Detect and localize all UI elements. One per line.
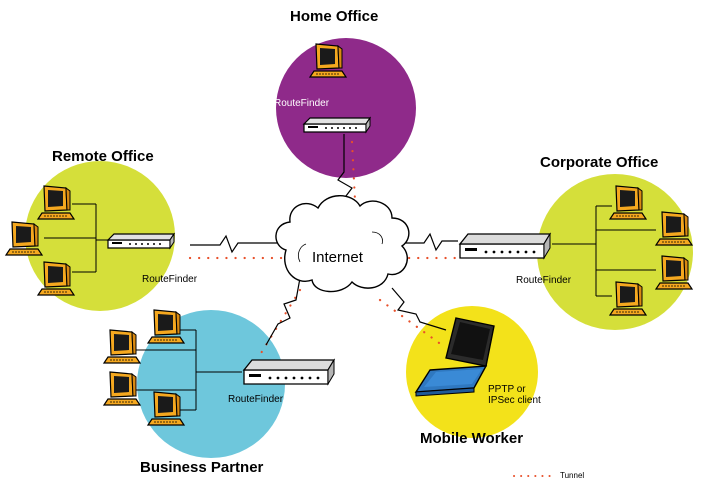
remote-router-label: RouteFinder xyxy=(142,274,198,285)
home-office-circle xyxy=(276,38,416,178)
router-icon xyxy=(459,233,551,259)
remote-lan-lines xyxy=(44,203,108,273)
laptop-icon xyxy=(414,317,495,397)
home-router-label: RouteFinder xyxy=(274,98,330,109)
computer-icon xyxy=(103,371,141,406)
wan-links xyxy=(190,134,458,346)
computer-icon xyxy=(103,329,141,364)
business-router-label: RouteFinder xyxy=(228,394,284,405)
router-icon xyxy=(303,117,371,133)
mobile-worker-title: Mobile Worker xyxy=(420,430,524,447)
legend-tunnel-label: Tunnel xyxy=(560,471,585,480)
remote-office-title: Remote Office xyxy=(52,148,154,165)
business-lan-lines xyxy=(136,329,242,411)
computer-icon xyxy=(5,221,43,256)
corporate-router-label: RouteFinder xyxy=(516,275,572,286)
mobile-client-label-line1: PPTP or xyxy=(488,384,526,395)
computer-icon xyxy=(147,309,185,344)
home-office-title: Home Office xyxy=(290,8,379,25)
mobile-client-label-line2: IPSec client xyxy=(488,395,541,406)
corporate-office-title: Corporate Office xyxy=(540,154,659,171)
internet-label: Internet xyxy=(312,249,363,266)
business-partner-title: Business Partner xyxy=(140,459,264,476)
cloud-icon xyxy=(275,195,410,293)
router-icon xyxy=(243,359,335,385)
corporate-lan-lines xyxy=(552,205,656,297)
router-icon xyxy=(107,233,175,249)
corporate-office-circle xyxy=(537,174,693,330)
